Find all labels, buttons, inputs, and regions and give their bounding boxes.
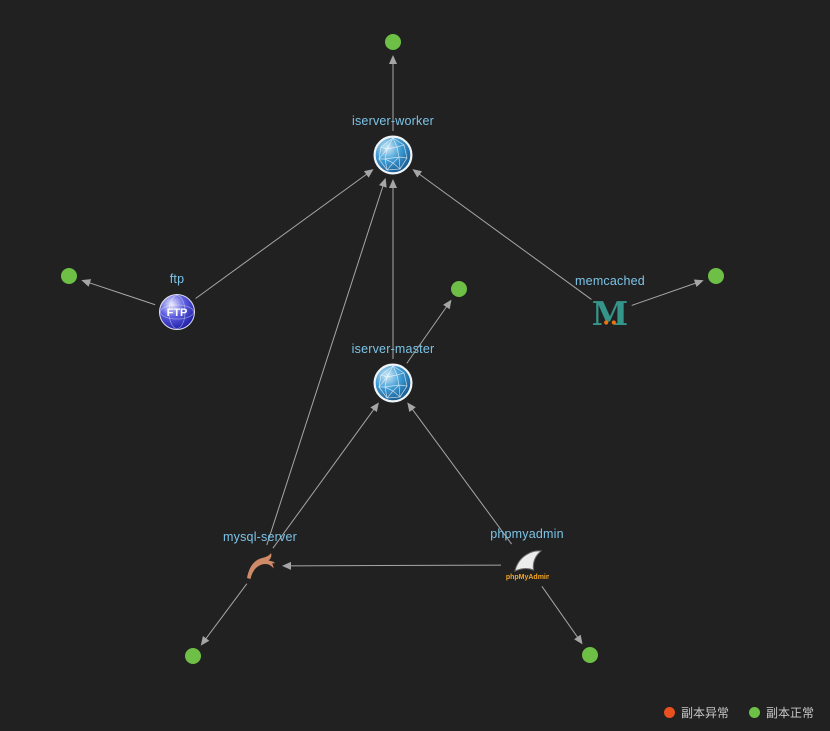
graph-edge-iserver-master-to-replica-master: [406, 305, 448, 364]
graph-edge-phpmyadmin-to-mysql-server: [288, 564, 502, 567]
graph-node-iserver-master[interactable]: iserver-master: [352, 342, 434, 403]
legend-label: 副本异常: [680, 706, 729, 720]
legend-item-replica-abnormal[interactable]: 副本异常: [663, 704, 729, 721]
edge-arrowhead-icon: [693, 279, 704, 288]
node-label-memcached: memcached: [575, 274, 645, 288]
graph-edge-memcached-to-iserver-worker: [417, 172, 592, 300]
graph-node-memcached[interactable]: M memcached: [575, 274, 645, 333]
memcached-m-icon: M: [592, 294, 629, 333]
graph-edge-mysql-server-to-replica-mysql: [204, 583, 248, 641]
replica-dot-icon: [185, 648, 201, 664]
graph-edge-phpmyadmin-to-replica-phpmyadmin: [541, 586, 579, 639]
graph-node-mysql-server[interactable]: mysql-server: [223, 530, 297, 581]
mysql-dolphin-icon: [243, 551, 277, 581]
node-label-mysql-server: mysql-server: [223, 530, 297, 544]
edge-arrowhead-icon: [389, 55, 397, 64]
graph-node-replica-master[interactable]: [451, 281, 467, 297]
edge-arrowhead-icon: [407, 402, 416, 412]
node-label-phpmyadmin: phpmyadmin: [490, 527, 564, 541]
graph-edge-phpmyadmin-to-iserver-master: [410, 407, 512, 545]
graph-node-phpmyadmin[interactable]: phpMyAdmin phpmyadmin: [490, 527, 563, 582]
ftp-globe-icon: FTP: [158, 293, 196, 331]
legend-item-replica-normal[interactable]: 副本正常: [748, 704, 814, 721]
svg-text:M: M: [592, 295, 628, 331]
edge-arrowhead-icon: [81, 279, 92, 287]
edge-arrowhead-icon: [363, 169, 374, 178]
graph-node-replica-worker[interactable]: [385, 34, 401, 50]
edge-arrowhead-icon: [443, 299, 452, 310]
replica-dot-icon: [708, 268, 724, 284]
edge-arrowhead-icon: [574, 634, 583, 645]
replica-dot-icon: [61, 268, 77, 284]
edge-arrowhead-icon: [281, 561, 292, 570]
replica-normal-dot-icon: [748, 707, 760, 718]
node-label-ftp: ftp: [169, 272, 185, 286]
graph-edge-mysql-server-to-iserver-master: [272, 407, 376, 549]
graph-node-replica-memcached[interactable]: [708, 268, 724, 284]
edge-arrowhead-icon: [389, 179, 397, 188]
node-label-iserver-worker: iserver-worker: [352, 114, 434, 128]
graph-edge-ftp-to-replica-ftp: [87, 281, 156, 306]
graph-node-ftp[interactable]: FTP ftp: [158, 272, 196, 331]
replica-dot-icon: [385, 34, 401, 50]
edge-arrowhead-icon: [379, 177, 387, 188]
edge-arrowhead-icon: [370, 402, 379, 413]
graph-edge-ftp-to-iserver-worker: [195, 172, 369, 299]
legend-label: 副本正常: [765, 706, 814, 720]
svg-text:FTP: FTP: [167, 307, 188, 319]
edge-arrowhead-icon: [412, 169, 423, 178]
svg-text:phpMyAdmin: phpMyAdmin: [506, 574, 549, 581]
graph-node-replica-mysql[interactable]: [185, 648, 201, 664]
legend: 副本异常 副本正常: [663, 704, 814, 721]
graph-node-replica-phpmyadmin[interactable]: [582, 647, 598, 663]
graph-node-replica-ftp[interactable]: [61, 268, 77, 284]
graph-node-iserver-worker[interactable]: iserver-worker: [352, 114, 434, 175]
iserver-globe-icon: [373, 135, 413, 175]
phpmyadmin-sailboat-icon: phpMyAdmin: [505, 548, 550, 582]
graph-edge-memcached-to-replica-memcached: [631, 282, 698, 306]
replica-dot-icon: [451, 281, 467, 297]
edge-arrowhead-icon: [200, 635, 210, 646]
iserver-globe-icon: [373, 363, 413, 403]
graph-edge-mysql-server-to-iserver-worker: [266, 184, 384, 546]
replica-abnormal-dot-icon: [663, 707, 675, 718]
node-label-iserver-master: iserver-master: [351, 342, 435, 356]
replica-dot-icon: [582, 647, 598, 663]
